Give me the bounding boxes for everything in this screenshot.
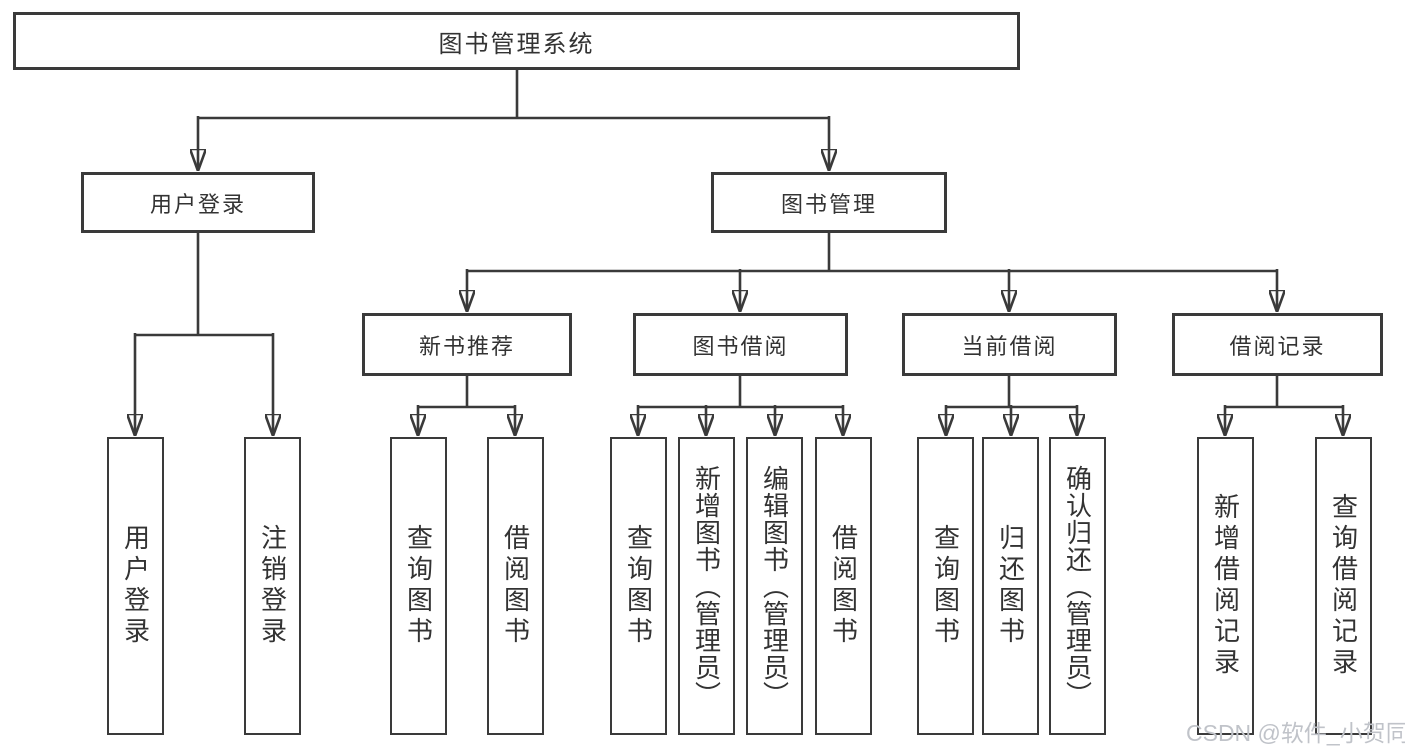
node-label: 当前借阅 [961,333,1058,359]
node-borrow-records: 借阅记录 [1172,313,1383,376]
node-label: 归还图书 [995,524,1026,648]
node-label: 借阅图书 [500,524,531,648]
node-label: 新书推荐 [418,333,515,359]
node-label: 新增图书（管理员） [691,464,722,708]
node-label: 图书管理系统 [438,30,595,58]
node-book-management: 图书管理 [711,172,947,233]
node-label: 注销登录 [257,524,288,648]
node-label: 查询图书 [623,524,654,648]
leaf-add-books-admin: 新增图书（管理员） [678,437,735,735]
leaf-query-books-3: 查询图书 [917,437,974,735]
leaf-query-books-1: 查询图书 [390,437,447,735]
leaf-return-books: 归还图书 [982,437,1039,735]
node-root-library-system: 图书管理系统 [13,12,1020,70]
node-label: 用户登录 [149,191,246,217]
leaf-confirm-return-admin: 确认归还（管理员） [1049,437,1106,735]
node-label: 确认归还（管理员） [1062,464,1093,708]
node-label: 查询借阅记录 [1328,493,1359,679]
node-book-borrowing: 图书借阅 [633,313,848,376]
node-label: 编辑图书（管理员） [759,464,790,708]
leaf-query-books-2: 查询图书 [610,437,667,735]
leaf-logout: 注销登录 [244,437,301,735]
node-label: 用户登录 [120,524,151,648]
csdn-watermark: CSDN @软件_小贺同学 [1186,720,1405,746]
leaf-borrow-books-1: 借阅图书 [487,437,544,735]
node-current-borrowing: 当前借阅 [902,313,1117,376]
node-user-login: 用户登录 [81,172,315,233]
leaf-edit-books-admin: 编辑图书（管理员） [746,437,803,735]
node-label: 查询图书 [930,524,961,648]
node-label: 借阅图书 [828,524,859,648]
leaf-query-borrow-record: 查询借阅记录 [1315,437,1372,735]
node-label: 图书借阅 [692,333,789,359]
leaf-user-login: 用户登录 [107,437,164,735]
node-label: 图书管理 [780,191,877,217]
node-label: 查询图书 [403,524,434,648]
leaf-add-borrow-record: 新增借阅记录 [1197,437,1254,735]
node-new-book-recommend: 新书推荐 [362,313,572,376]
leaf-borrow-books-2: 借阅图书 [815,437,872,735]
node-label: 新增借阅记录 [1210,493,1241,679]
node-label: 借阅记录 [1229,333,1326,359]
